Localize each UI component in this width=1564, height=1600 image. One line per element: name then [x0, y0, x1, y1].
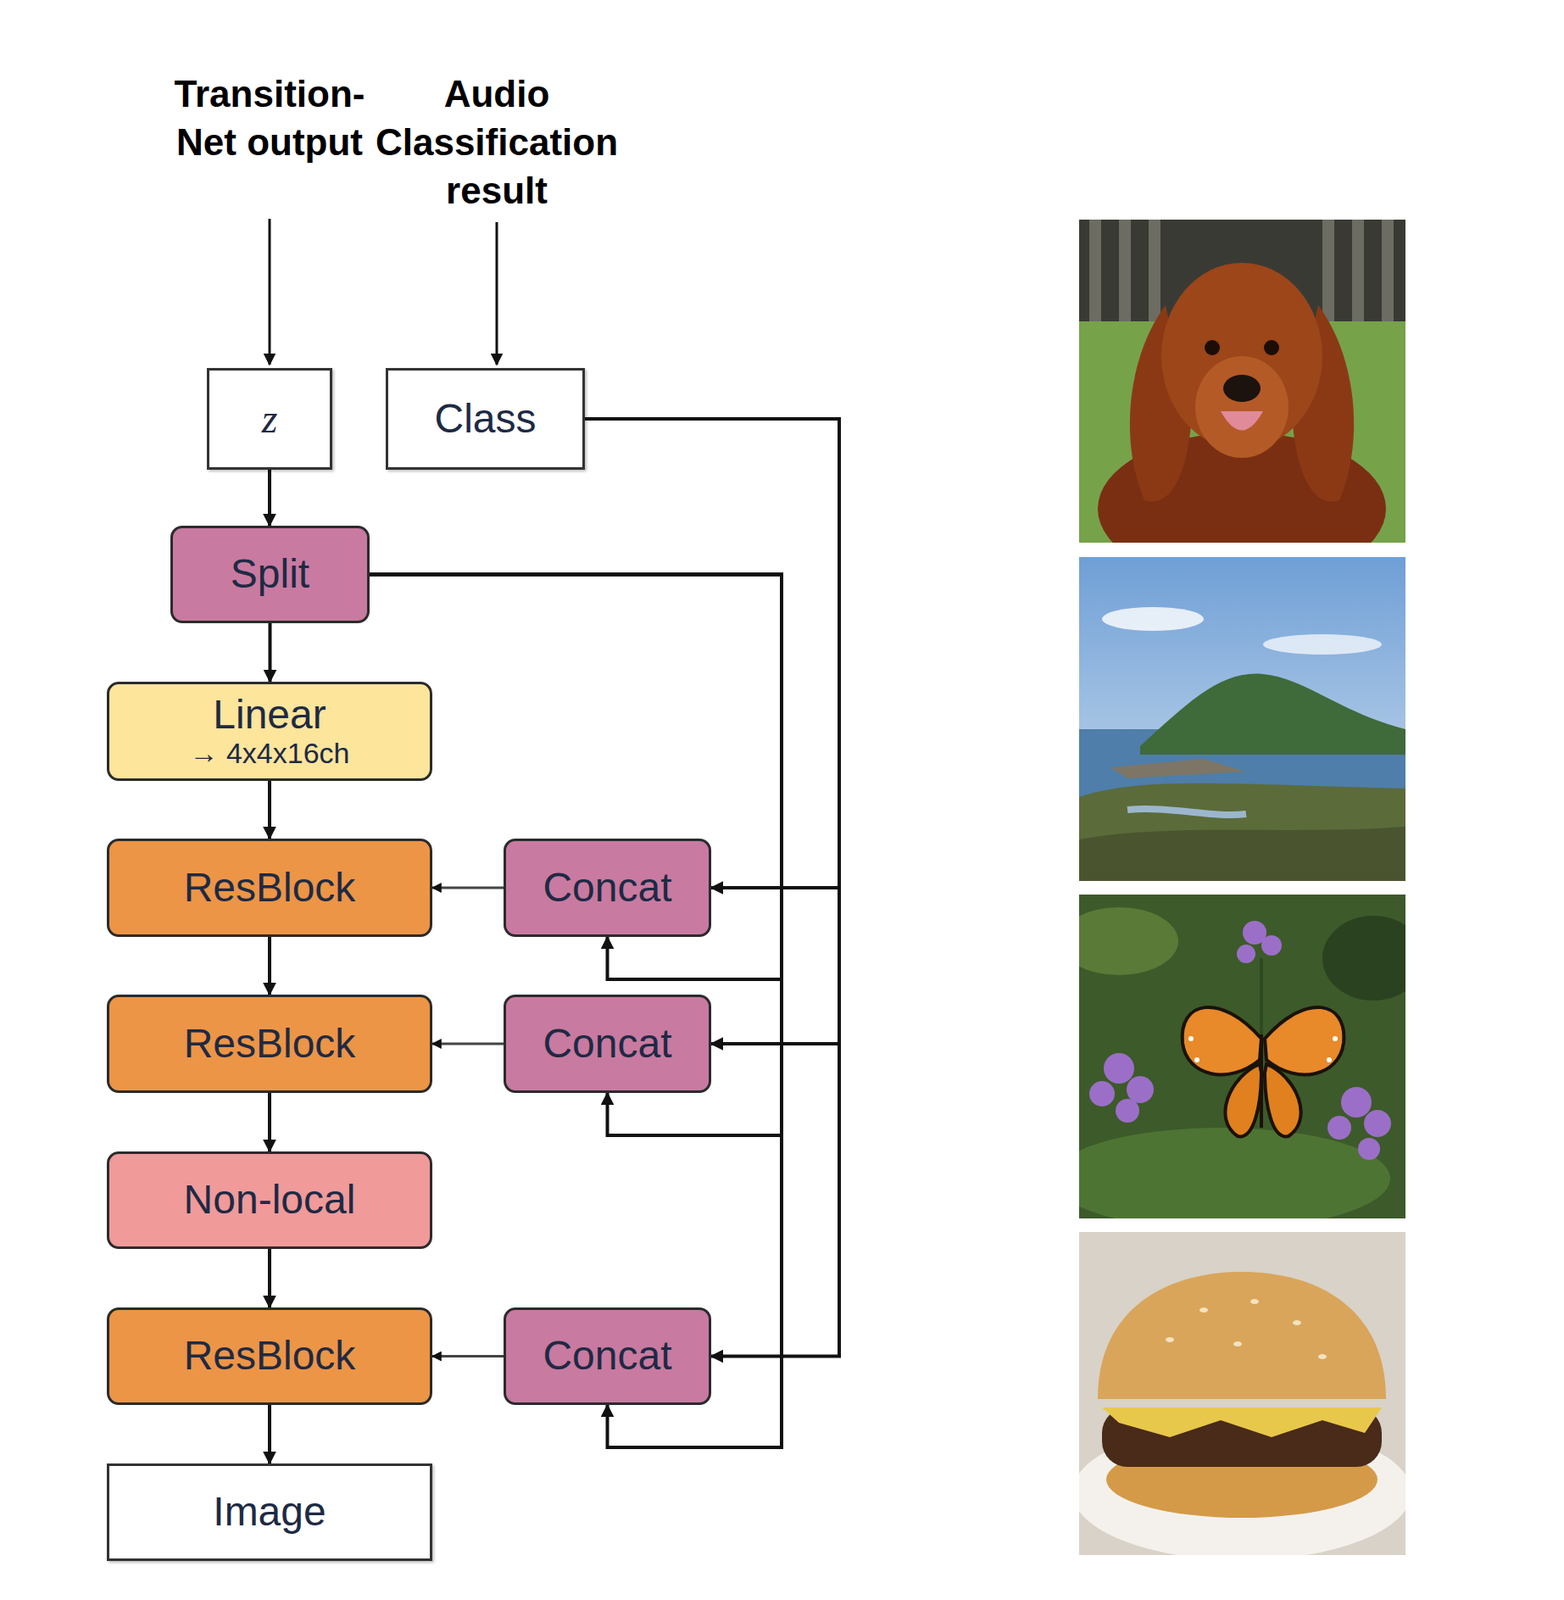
connector [267, 469, 272, 526]
node-text: z [261, 396, 279, 442]
connector [267, 780, 272, 839]
node-text: → 4x4x16ch [189, 737, 351, 769]
resblock-box: ResBlock [106, 994, 433, 1093]
butterfly-photo [1079, 894, 1406, 1219]
leader-arrow [495, 222, 499, 365]
connector [432, 1354, 504, 1358]
node-text: Concat [542, 865, 672, 911]
dog-photo [1079, 219, 1406, 543]
concat-box: Concat [503, 994, 712, 1093]
connector [432, 1042, 504, 1046]
node-text: Non-local [183, 1177, 357, 1223]
connector [267, 1248, 272, 1308]
input-label: Transition-Net output [174, 69, 366, 167]
resblock-box: ResBlock [106, 838, 433, 937]
connector [432, 886, 504, 890]
node-text: Image [212, 1489, 326, 1535]
class-box: Class [385, 367, 585, 470]
connector [268, 623, 273, 682]
node-text: ResBlock [183, 1333, 357, 1379]
connector [584, 418, 840, 888]
node-text: Concat [542, 1021, 672, 1067]
node-text: Class [434, 396, 536, 442]
linear-box: Linear→ 4x4x16ch [106, 681, 433, 781]
connector [267, 1404, 272, 1464]
input-box: z [206, 367, 333, 470]
concat-box: Concat [503, 1307, 712, 1405]
node-text: ResBlock [183, 865, 357, 911]
resblock-box: ResBlock [106, 1307, 433, 1405]
node-text: Linear [212, 692, 326, 738]
split-box: Split [170, 525, 370, 624]
concat-box: Concat [503, 838, 712, 937]
landscape-photo [1079, 556, 1406, 881]
connector [584, 418, 840, 1044]
node-text: Concat [542, 1333, 672, 1379]
input-label: Audio Classification result [375, 69, 618, 215]
output-box: Image [106, 1463, 433, 1561]
connector [267, 1092, 272, 1152]
leader-arrow [268, 218, 272, 365]
node-text: Split [230, 551, 310, 597]
node-text: ResBlock [183, 1021, 357, 1067]
nonlocal-box: Non-local [106, 1151, 433, 1249]
connector [267, 936, 272, 995]
burger-photo [1079, 1231, 1406, 1555]
